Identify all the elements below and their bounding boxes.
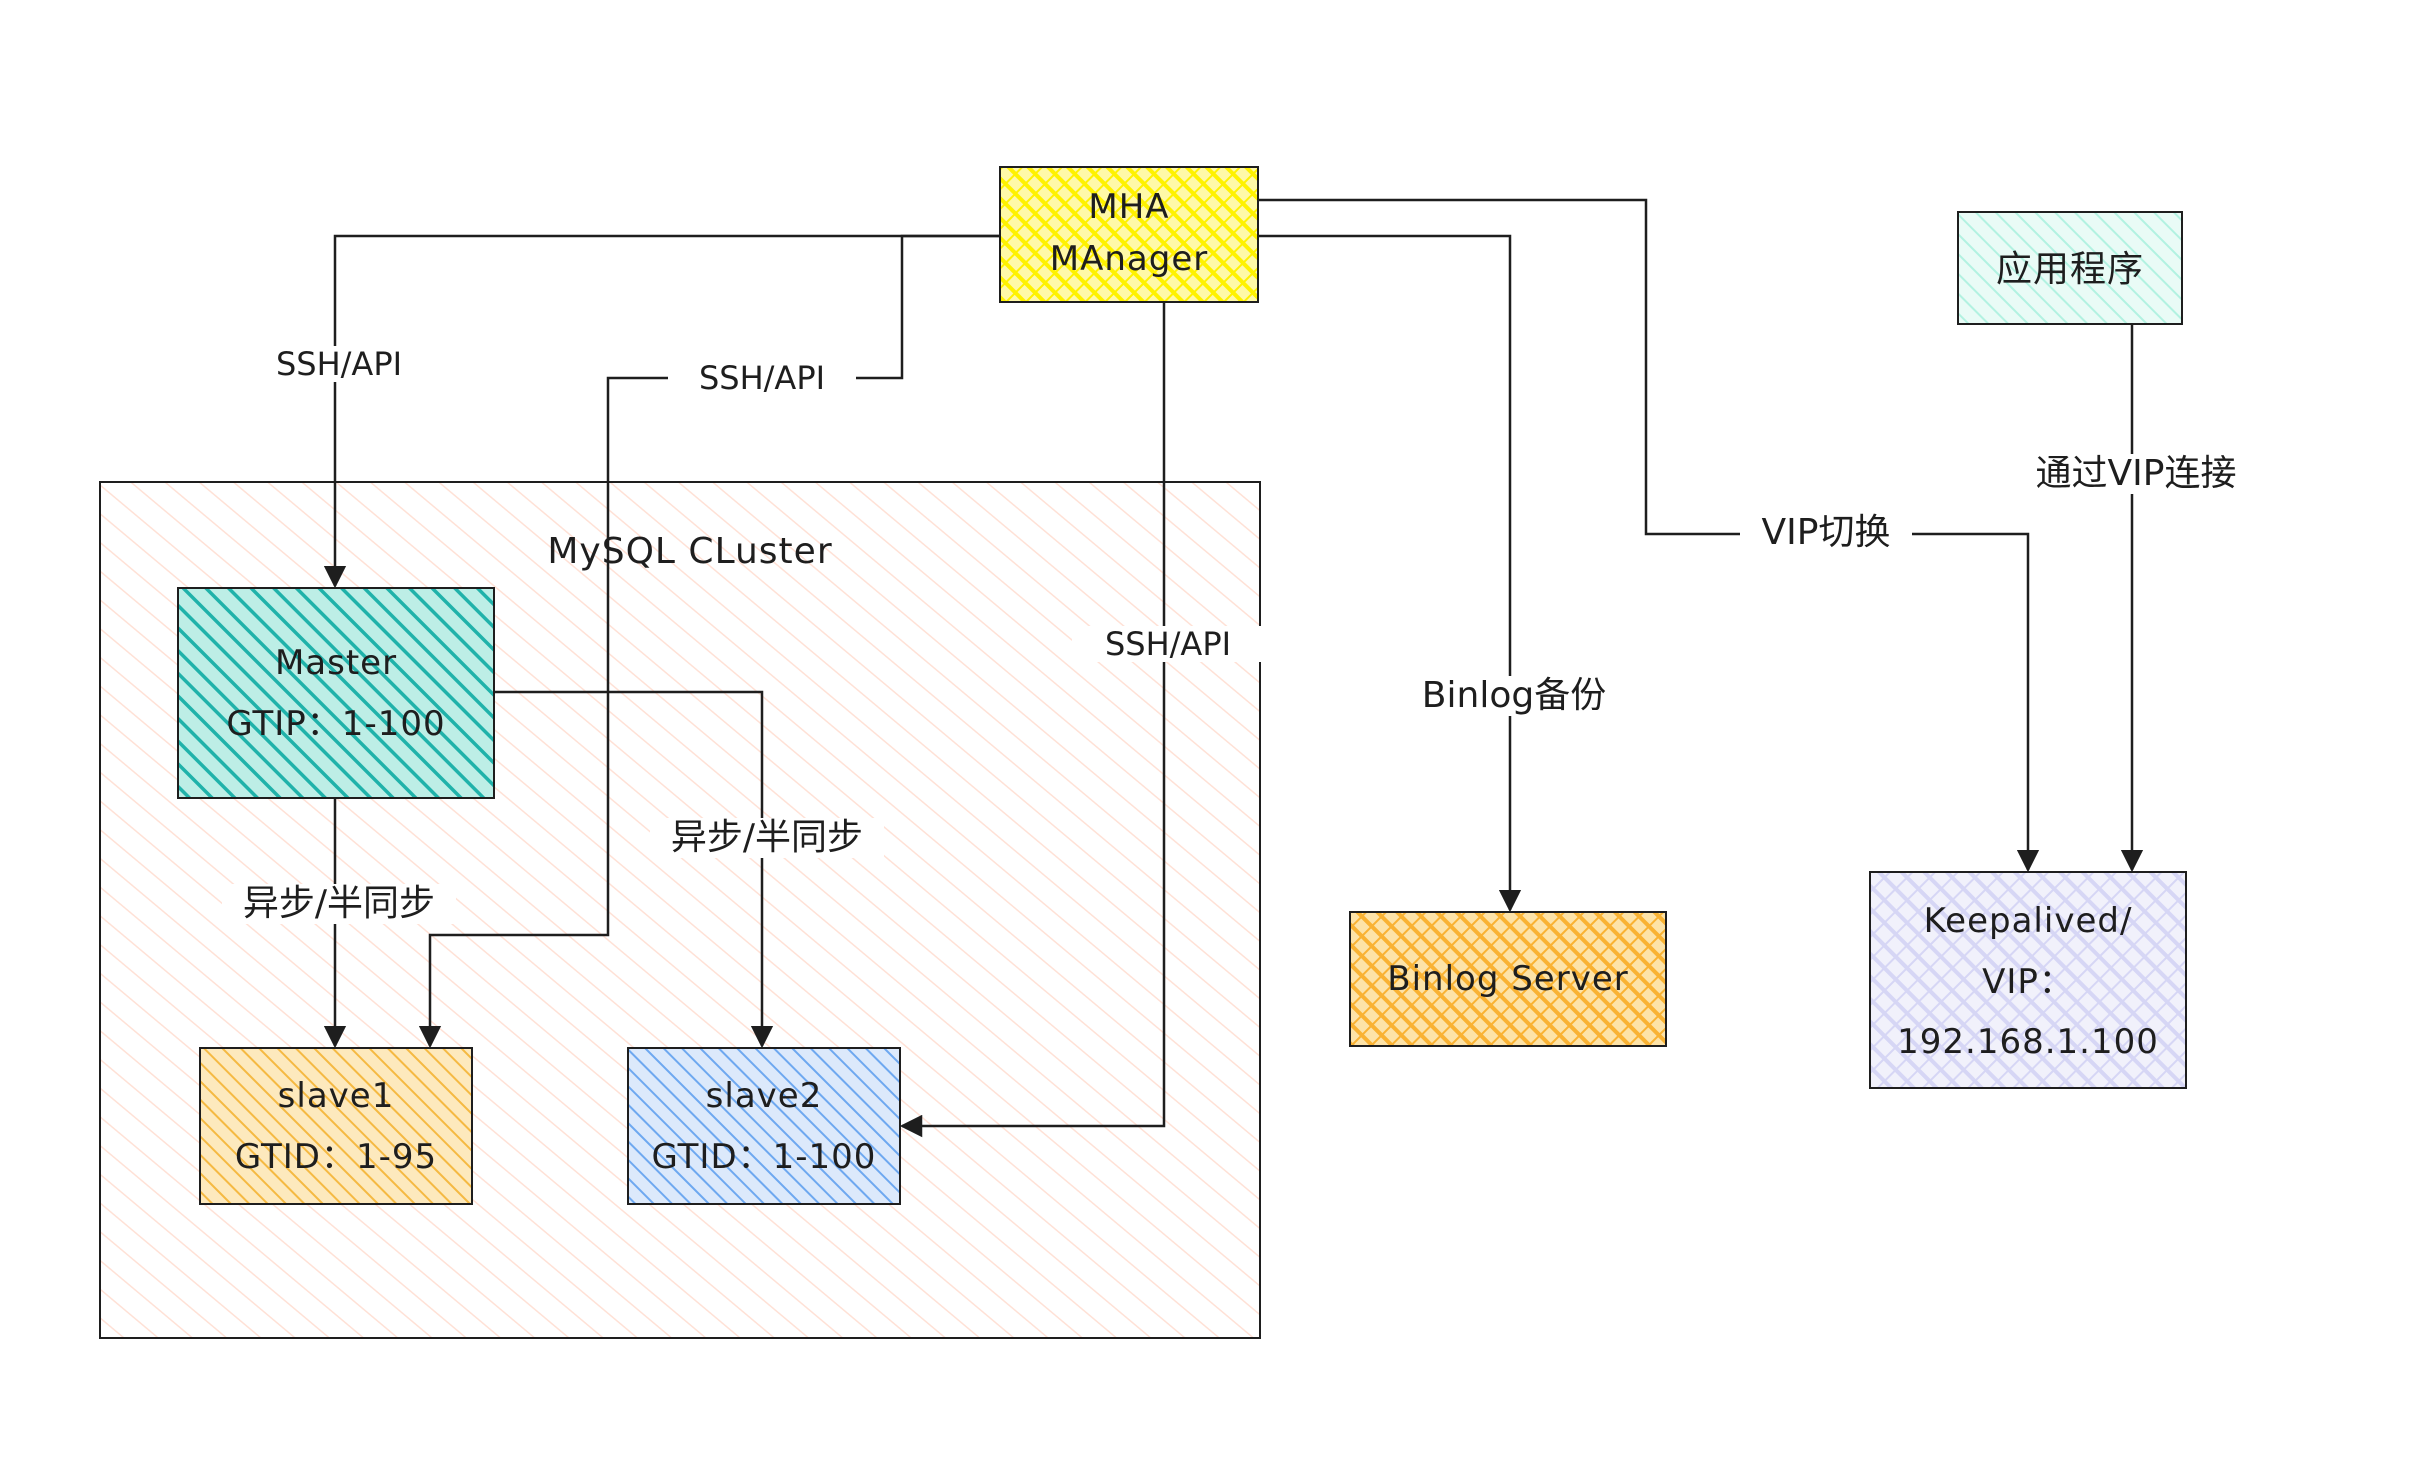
app-node[interactable] [1957, 211, 2183, 325]
edge-vip-switch [1258, 198, 2040, 873]
edge-repl-slave2 [494, 690, 774, 1049]
keepalived-line1: Keepalived/ [1923, 901, 2133, 941]
edge-label-repl-slave1: 异步/半同步 [222, 884, 456, 924]
binlog-server-label: Binlog Server [1387, 959, 1629, 999]
edge-ssh-master [323, 234, 1000, 589]
keepalived-line3: 192.168.1.100 [1897, 1022, 2159, 1062]
slave2-line2: GTID：1-100 [651, 1137, 877, 1177]
mha-manager-node[interactable] [999, 166, 1259, 303]
app-label: 应用程序 [1995, 249, 2144, 290]
edge-label-vip-switch: VIP切换 [1740, 513, 1912, 553]
cluster-label: MySQL CLuster [547, 531, 833, 572]
binlog-server-node[interactable] [1349, 911, 1667, 1047]
edge-label-binlog-backup: Binlog备份 [1396, 676, 1632, 716]
edge-ssh-slave1 [418, 234, 1000, 1049]
edge-label-vip-connect: 通过VIP连接 [2008, 454, 2264, 494]
mha-manager-line2: MAnager [1049, 239, 1209, 279]
master-node[interactable] [177, 587, 495, 799]
edge-binlog-backup [1258, 234, 1522, 913]
master-line2: GTIP：1-100 [226, 704, 446, 744]
edge-label-repl-slave2: 异步/半同步 [650, 818, 884, 858]
slave1-line1: slave1 [277, 1076, 395, 1116]
edge-label-ssh-master: SSH/API [240, 346, 438, 382]
edge-ssh-slave2 [899, 302, 1166, 1138]
slave1-line2: GTID：1-95 [234, 1137, 438, 1177]
edge-label-ssh-slave2: SSH/API [1072, 626, 1264, 662]
master-line1: Master [274, 643, 398, 683]
slave2-line1: slave2 [705, 1076, 823, 1116]
edge-label-ssh-slave1: SSH/API [668, 360, 856, 396]
mha-manager-line1: MHA [1088, 187, 1170, 227]
keepalived-node[interactable] [1869, 871, 2187, 1089]
slave2-node[interactable] [627, 1047, 901, 1205]
slave1-node[interactable] [199, 1047, 473, 1205]
keepalived-line2: VIP： [1982, 962, 2074, 1002]
